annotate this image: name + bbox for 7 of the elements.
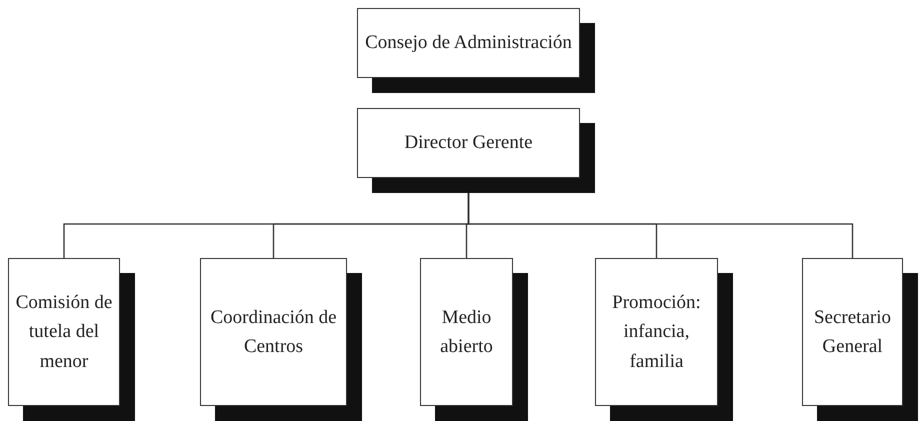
box-label: Secretario General [812,306,892,359]
box-label: Director Gerente [404,131,533,156]
box-label: Comisión de tutela del menor [14,290,114,374]
box-label: Promoción: infancia, familia [611,290,702,374]
box-label: Coordinación de Centros [209,306,338,359]
box-label: Medio abierto [439,306,494,359]
box-label: Consejo de Administración [365,31,572,56]
